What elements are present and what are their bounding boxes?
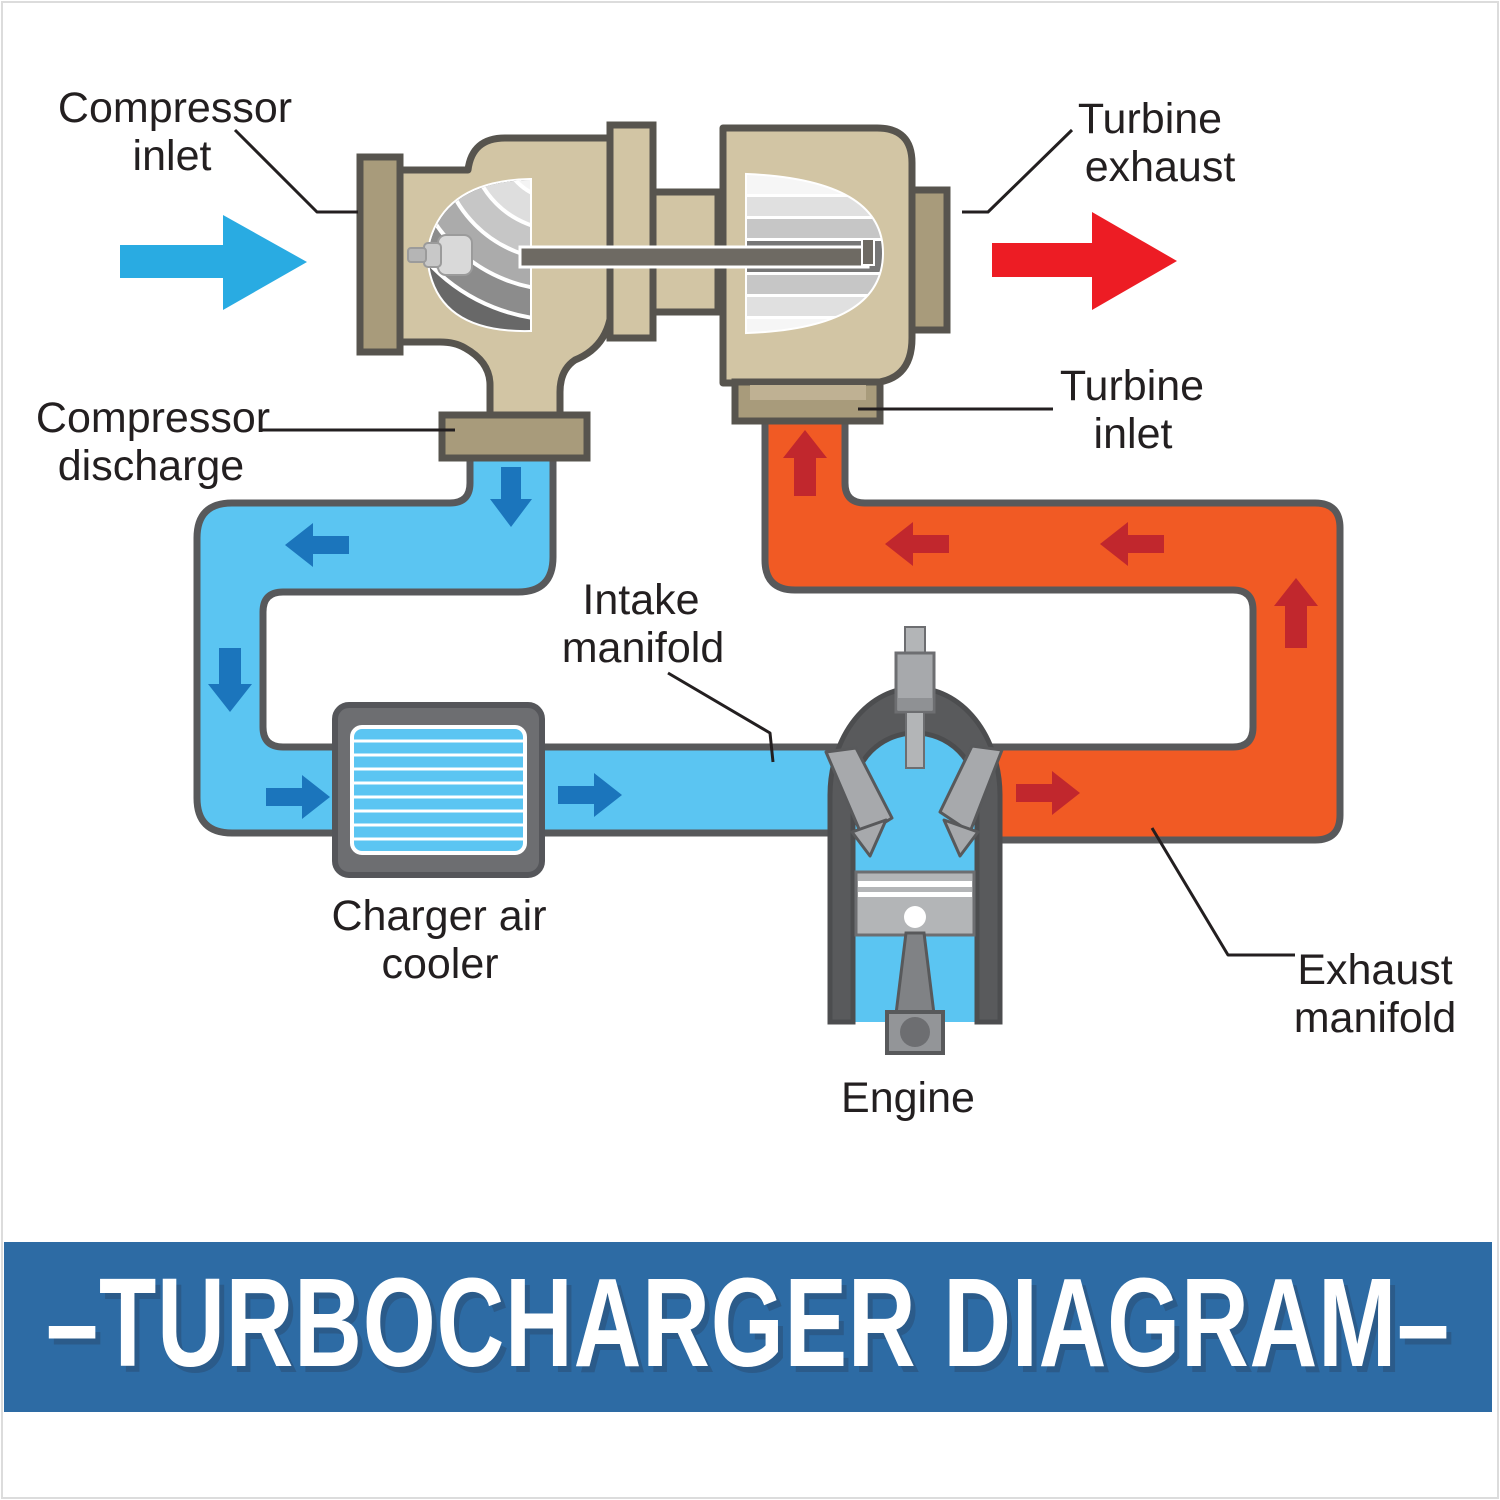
- intake-flow-arrows: [208, 467, 622, 819]
- turbine-inlet-label-line2: inlet: [1094, 410, 1173, 458]
- banner-title-shadow: –TURBOCHARGER DIAGRAM–: [51, 1258, 1455, 1399]
- exhaust-flow-arrows: [783, 430, 1318, 815]
- engine-label: Engine: [841, 1074, 975, 1122]
- turbine-exhaust-label-line2: exhaust: [1085, 143, 1236, 191]
- piston-ring-1: [858, 881, 972, 887]
- leader-turbine-exhaust: [962, 128, 1074, 214]
- engine-valves: [824, 744, 1004, 858]
- bearing-housing: [606, 121, 657, 342]
- banner-title: –TURBOCHARGER DIAGRAM–: [46, 1252, 1450, 1393]
- turbocharger: [356, 121, 951, 462]
- exhaust-manifold-label-line2: manifold: [1294, 994, 1457, 1042]
- cooler-core: [350, 725, 527, 855]
- compressor-discharge-label-line2: discharge: [58, 442, 244, 490]
- compressor-discharge-label-line1: Compressor: [36, 394, 270, 442]
- turbine-inlet-flange-top: [750, 385, 866, 400]
- leader-lines: [233, 128, 1295, 957]
- compressor-discharge-flange: [438, 411, 591, 462]
- engine-block: [827, 685, 1003, 1025]
- compressor-inlet-arrow: [120, 215, 307, 310]
- turbine-exhaust-flange: [908, 186, 951, 334]
- turbine-exhaust-label-line1: Turbine: [1078, 95, 1222, 143]
- charge-air-cooler: [332, 702, 545, 878]
- compressor-inlet-label-line1: Compressor: [58, 84, 292, 132]
- injector: [894, 626, 936, 769]
- charger-air-cooler-label-line1: Charger air: [331, 892, 546, 940]
- piston-ring-2: [858, 892, 972, 897]
- banner-background: [4, 1242, 1492, 1412]
- exhaust-manifold-label-line1: Exhaust: [1297, 946, 1452, 994]
- intake-manifold-label-line1: Intake: [582, 576, 699, 624]
- compressor-inlet-label-line2: inlet: [133, 132, 212, 180]
- compressor-nose-cone: [407, 234, 473, 276]
- charger-air-cooler-label-line2: cooler: [381, 940, 498, 988]
- turbo-shaft: [518, 245, 870, 269]
- turbine-exhaust-arrow: [992, 212, 1177, 310]
- turbine-inlet-label-line1: Turbine: [1060, 362, 1204, 410]
- turbo-shaft-end: [861, 238, 875, 266]
- leader-compressor-inlet: [233, 128, 358, 214]
- leader-exhaust-manifold: [1150, 827, 1295, 957]
- leader-intake-manifold: [667, 671, 775, 763]
- piston-pin: [904, 906, 926, 928]
- cooler-fins: [354, 739, 523, 841]
- engine: [824, 626, 1004, 1055]
- intake-manifold-label-line2: manifold: [562, 624, 725, 672]
- title-banner: –TURBOCHARGER DIAGRAM– –TURBOCHARGER DIA…: [4, 1242, 1492, 1412]
- crankshaft-journal: [900, 1017, 930, 1047]
- compressor-inlet-flange: [356, 153, 404, 356]
